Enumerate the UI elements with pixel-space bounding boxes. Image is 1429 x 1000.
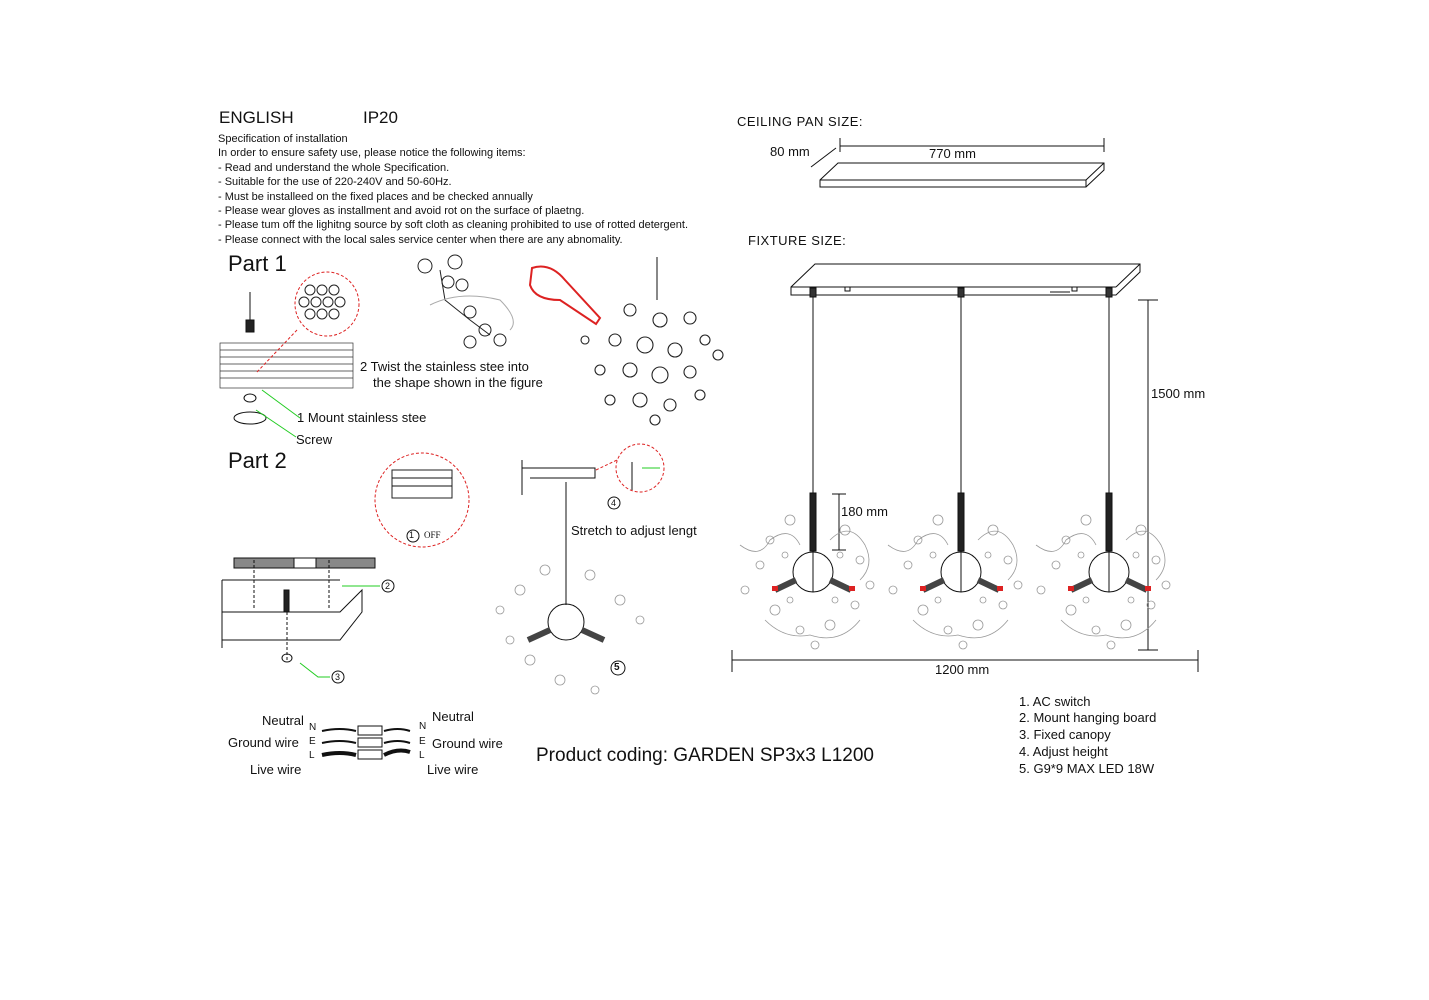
letter-e: E: [309, 736, 316, 747]
fixture-drawing: [731, 263, 1199, 672]
left-live: Live wire: [250, 762, 302, 777]
letter-l: L: [419, 750, 425, 761]
legend-item: 4. Adjust height: [1019, 744, 1108, 759]
right-neutral: Neutral: [432, 709, 474, 724]
language-heading: ENGLISH: [219, 108, 294, 127]
ceiling-pan-depth: 80 mm: [770, 144, 810, 159]
letter-l: L: [309, 750, 315, 761]
fixture-width: 1200 mm: [935, 662, 990, 677]
wiring-connector-drawing: [321, 725, 411, 760]
spec-item: - Suitable for the use of 220-240V and 5…: [218, 176, 452, 188]
part2-title: Part 2: [228, 448, 287, 473]
legend-item: 1. AC switch: [1019, 694, 1091, 709]
right-ground: Ground wire: [432, 736, 503, 751]
step2-text-2: the shape shown in the figure: [373, 375, 543, 390]
part1-drawing: [219, 254, 724, 438]
shade-height: 180 mm: [841, 504, 888, 519]
spec-item: - Must be installeed on the fixed places…: [218, 191, 533, 203]
part1-title: Part 1: [228, 251, 287, 276]
spec-item: - Please tum off the lighitng source by …: [218, 219, 689, 231]
right-live: Live wire: [427, 762, 479, 777]
left-ground: Ground wire: [228, 735, 299, 750]
spec-item: - Read and understand the whole Specific…: [218, 162, 450, 174]
product-coding: Product coding: GARDEN SP3x3 L1200: [536, 745, 874, 766]
callout-3: 3: [335, 672, 341, 682]
stretch-label: Stretch to adjust lengt: [571, 523, 697, 538]
left-neutral: Neutral: [262, 713, 304, 728]
spec-item: - Please wear gloves as installment and …: [218, 205, 585, 217]
fixture-height: 1500 mm: [1151, 386, 1206, 401]
spec-item: - Please connect with the local sales se…: [218, 234, 623, 246]
ceiling-pan-drawing: [810, 138, 1105, 188]
legend-item: 5. G9*9 MAX LED 18W: [1019, 761, 1155, 776]
switch-off-label: OFF: [424, 530, 441, 540]
ceiling-pan-length: 770 mm: [929, 146, 976, 161]
callout-4: 4: [611, 498, 617, 508]
legend-item: 2. Mount hanging board: [1019, 710, 1157, 725]
step2-text: 2 Twist the stainless stee into: [360, 359, 529, 374]
fixture-title: FIXTURE SIZE:: [748, 233, 847, 248]
letter-e: E: [419, 736, 426, 747]
hand-icon: [528, 265, 602, 326]
letter-n: N: [419, 721, 427, 732]
letter-n: N: [309, 722, 317, 733]
callout-1: 1: [409, 530, 415, 540]
spec-intro: In order to ensure safety use, please no…: [218, 147, 526, 159]
ip-rating: IP20: [363, 108, 398, 127]
callout-2: 2: [385, 581, 391, 591]
screw-label: Screw: [296, 432, 333, 447]
legend-item: 3. Fixed canopy: [1019, 727, 1111, 742]
spec-title: Specification of installation: [218, 133, 348, 145]
part2-drawing: [221, 443, 665, 695]
step1-text: 1 Mount stainless stee: [297, 410, 427, 425]
ceiling-pan-title: CEILING PAN SIZE:: [737, 114, 864, 129]
callout-5: 5: [614, 662, 620, 673]
